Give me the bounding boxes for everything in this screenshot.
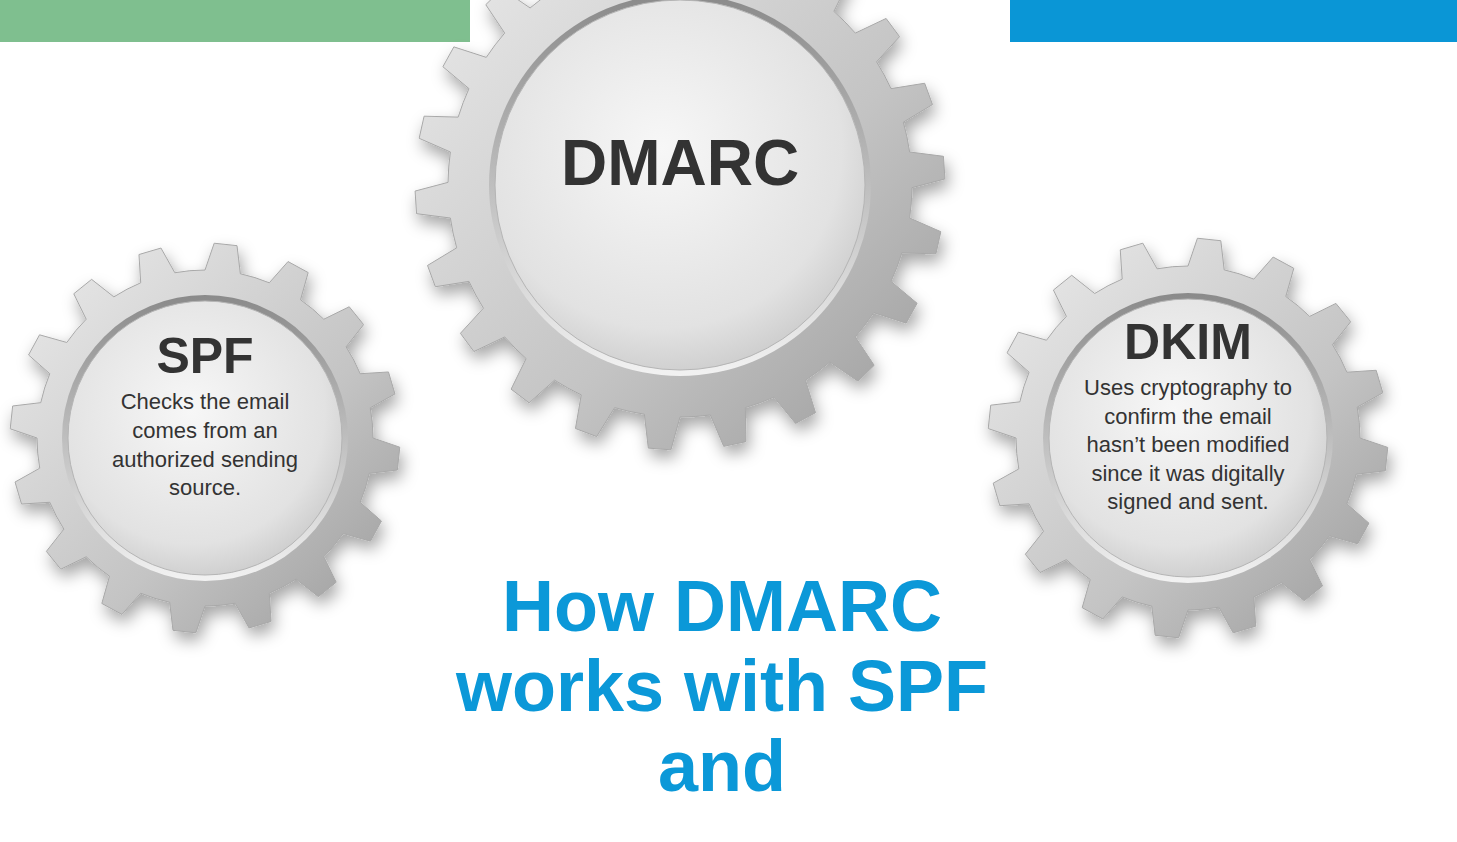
gear-outline bbox=[415, 0, 945, 450]
gear-hub bbox=[495, 0, 865, 370]
gear-label: DMARC bbox=[530, 128, 830, 198]
gear-label: DKIMUses cryptography to confirm the ema… bbox=[1072, 315, 1304, 517]
blue-bar bbox=[1010, 0, 1457, 42]
gear-teeth bbox=[415, 0, 945, 450]
gear-label: SPFChecks the email comes from an author… bbox=[110, 329, 300, 502]
gear-hub bbox=[68, 301, 342, 575]
gear-description: Checks the email comes from an authorize… bbox=[110, 388, 300, 502]
gear-title: DMARC bbox=[530, 128, 830, 198]
gear-bevel bbox=[1043, 293, 1333, 583]
gear-bevel bbox=[489, 0, 871, 376]
gear-teeth bbox=[10, 243, 400, 633]
gear-description: Uses cryptography to confirm the email h… bbox=[1072, 374, 1304, 517]
gear-bevel bbox=[62, 295, 348, 581]
gear-node: DMARC bbox=[415, 0, 945, 450]
gear-node: DKIMUses cryptography to confirm the ema… bbox=[988, 238, 1388, 638]
green-bar bbox=[0, 0, 470, 42]
gear-node: SPFChecks the email comes from an author… bbox=[10, 243, 400, 633]
diagram-title: How DMARC works with SPF and bbox=[402, 566, 1042, 806]
gear-hub bbox=[1049, 299, 1327, 577]
gear-teeth bbox=[988, 238, 1388, 638]
gear-title: SPF bbox=[110, 329, 300, 384]
gear-title: DKIM bbox=[1072, 315, 1304, 370]
